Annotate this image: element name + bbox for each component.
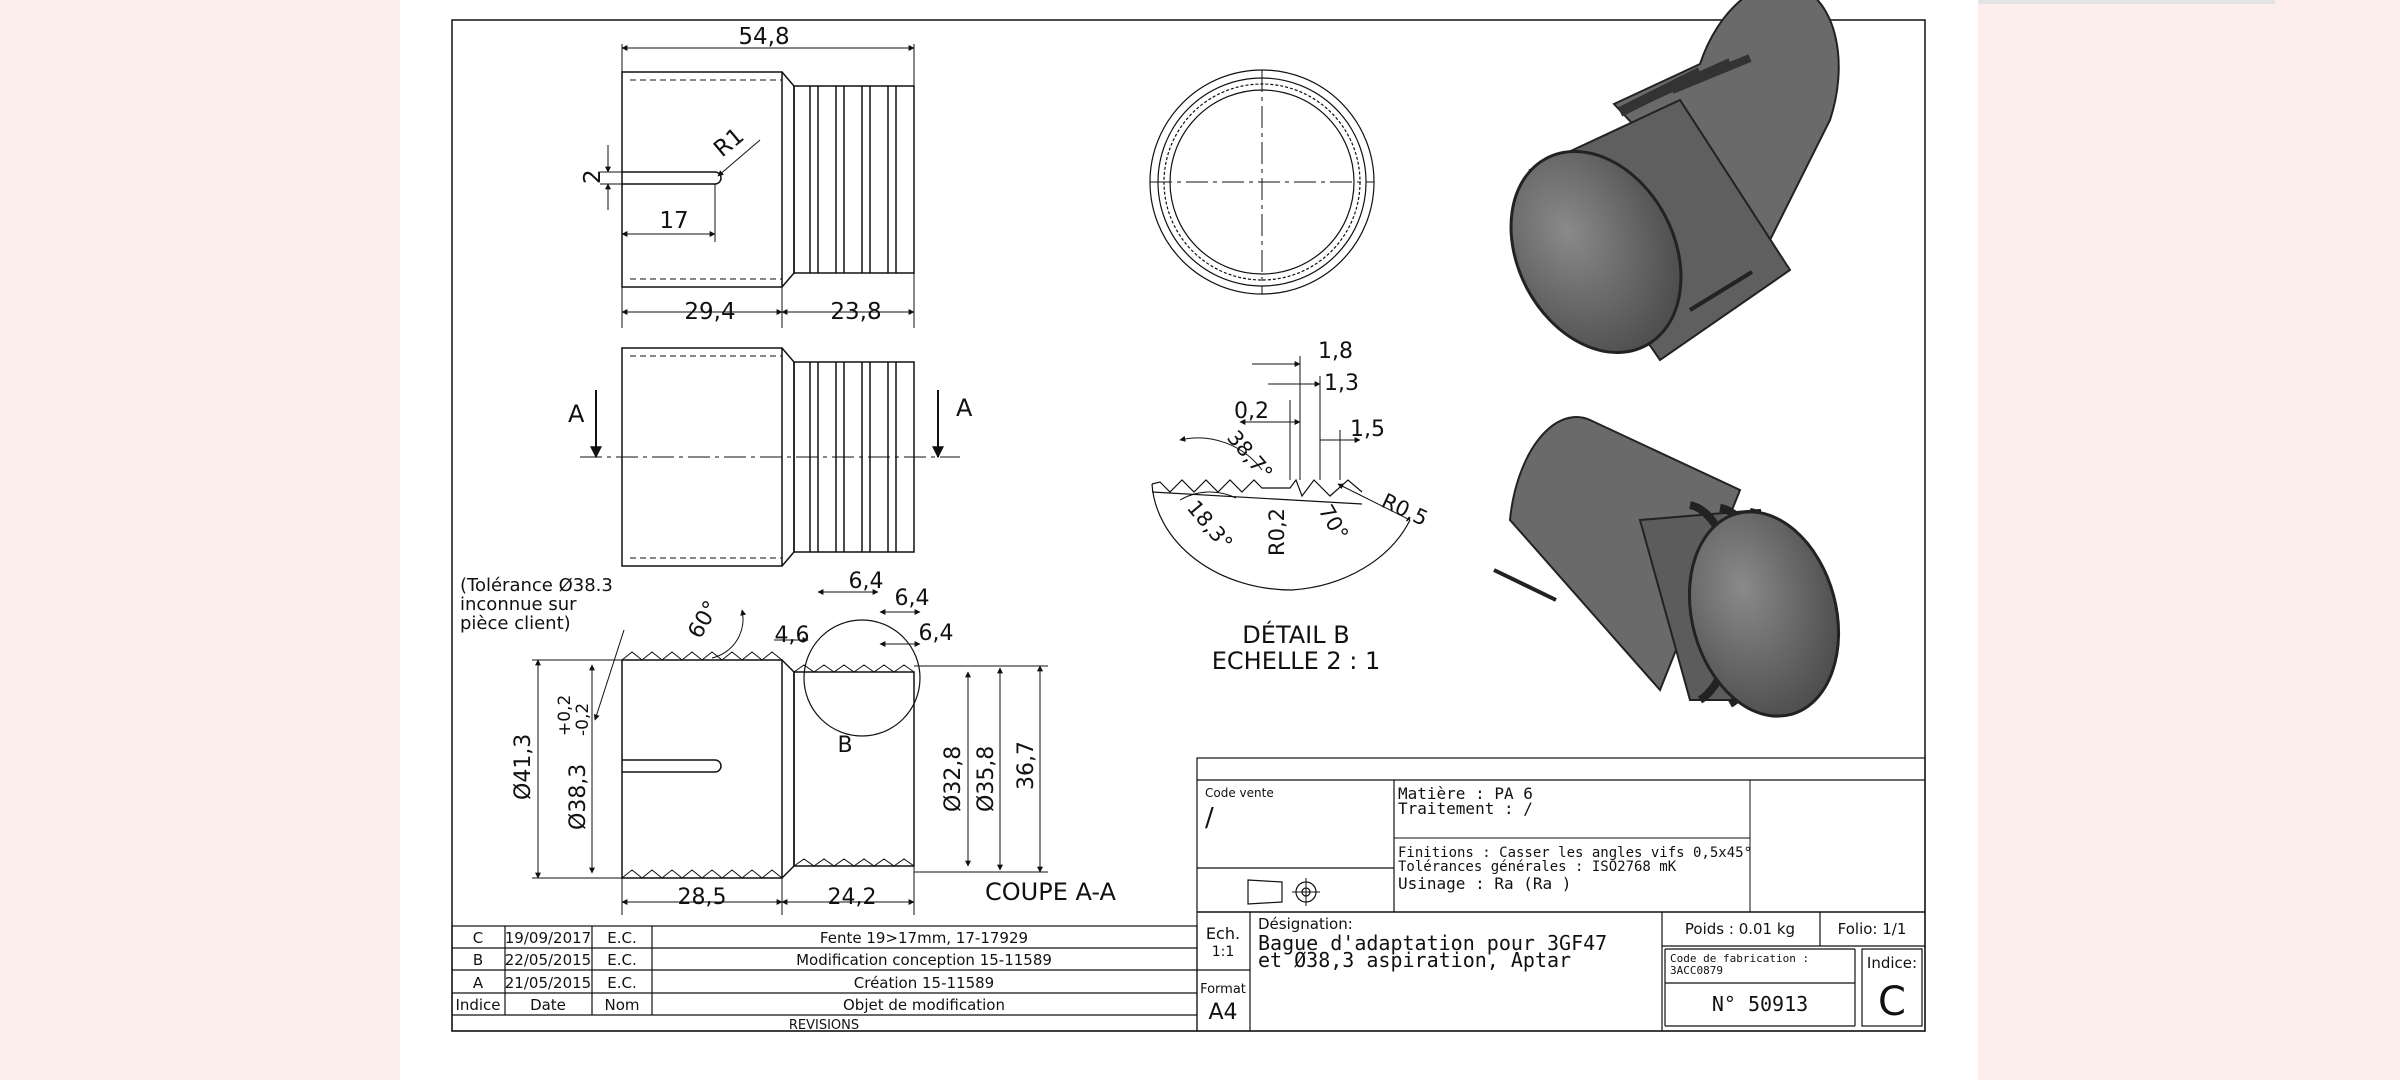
rev-row-a-objet: Création 15-11589 — [854, 974, 994, 992]
rev-row-c-objet: Fente 19>17mm, 17-17929 — [820, 929, 1028, 947]
format-label: Format — [1200, 982, 1246, 997]
code-fab-value: 3ACC0879 — [1670, 964, 1723, 977]
detail-dim-7: R0,2 — [1265, 508, 1289, 556]
detail-dim-4: 1,5 — [1350, 417, 1385, 442]
ech-label: Ech. — [1206, 924, 1240, 943]
cut-label-right: A — [956, 394, 973, 422]
tolerance-note-2: inconnue sur — [460, 594, 577, 615]
code-vente-value: / — [1205, 803, 1214, 833]
detail-dim-8: 70° — [1314, 501, 1353, 545]
dim-tol-minus: -0,2 — [573, 703, 593, 736]
dim-dia-bore: Ø38,3 — [566, 764, 591, 830]
dim-tol-plus: +0,2 — [555, 695, 575, 736]
dim-left-len: 29,4 — [684, 299, 735, 325]
traitement: Traitement : / — [1398, 799, 1533, 818]
designation-line-2: et Ø38,3 aspiration, Aptar — [1258, 948, 1571, 972]
dim-dia-right-mid: Ø35,8 — [974, 746, 999, 812]
detail-marker: B — [837, 733, 852, 758]
dim-top-3: 6,4 — [895, 586, 930, 611]
revisions-footer: REVISIONS — [789, 1018, 859, 1033]
cut-label-left: A — [568, 400, 585, 428]
usinage: Usinage : Ra (Ra ) — [1398, 874, 1571, 893]
dim-dia-right-outer: 36,7 — [1014, 741, 1039, 790]
dim-top-4: 6,4 — [919, 621, 954, 646]
detail-title: DÉTAIL B — [1242, 620, 1349, 649]
code-fab-label: Code de fabrication : — [1670, 952, 1809, 965]
rev-row-b-nom: E.C. — [607, 951, 637, 969]
rev-row-a-date: 21/05/2015 — [505, 974, 591, 992]
matiere: Matière : PA 6 — [1398, 784, 1533, 803]
numero: N° 50913 — [1712, 992, 1808, 1016]
front-view — [600, 44, 915, 328]
designation-line-1: Bague d'adaptation pour 3GF47 — [1258, 931, 1607, 955]
rev-row-c-indice: C — [473, 929, 483, 947]
isometric-render-bottom — [1493, 416, 1841, 718]
detail-dim-2: 1,3 — [1324, 371, 1359, 396]
dim-slot-width: 2 — [580, 169, 606, 184]
rev-row-a-indice: A — [473, 974, 484, 992]
rev-header-nom: Nom — [604, 996, 639, 1014]
detail-dim-5: 38,7° — [1222, 426, 1277, 485]
rev-row-c-date: 19/09/2017 — [505, 929, 591, 947]
finitions: Finitions : Casser les angles vifs 0,5x4… — [1398, 845, 1752, 861]
code-vente-label: Code vente — [1205, 786, 1274, 800]
detail-view — [1151, 356, 1411, 591]
ech-value: 1:1 — [1212, 944, 1235, 960]
detail-dim-6: 18,3° — [1182, 496, 1237, 555]
indice-label: Indice: — [1867, 954, 1917, 972]
format-value: A4 — [1208, 1000, 1237, 1025]
end-view — [1149, 69, 1375, 295]
dim-top-1: 4,6 — [775, 623, 810, 648]
rev-row-a-nom: E.C. — [607, 974, 637, 992]
detail-scale: ECHELLE 2 : 1 — [1212, 647, 1381, 675]
dim-dia-right-inner: Ø32,8 — [941, 746, 966, 812]
dim-angle-60: 60° — [684, 597, 725, 643]
designation-label: Désignation: — [1258, 915, 1353, 933]
title-block — [1196, 757, 1926, 1032]
detail-dim-3: 0,2 — [1234, 399, 1269, 424]
rev-row-b-indice: B — [473, 951, 483, 969]
dim-top-2: 6,4 — [849, 569, 884, 594]
tolerances: Tolérances générales : ISO2768 mK — [1398, 859, 1677, 875]
poids: Poids : 0.01 kg — [1685, 920, 1795, 938]
rev-row-b-date: 22/05/2015 — [505, 951, 591, 969]
indice-value: C — [1878, 979, 1906, 1025]
side-view — [580, 347, 960, 567]
folio: Folio: 1/1 — [1838, 920, 1907, 938]
detail-dim-1: 1,8 — [1318, 339, 1353, 364]
dim-slot-len: 17 — [659, 208, 688, 234]
isometric-render-top — [1509, 0, 1840, 362]
rev-header-objet: Objet de modification — [843, 996, 1005, 1014]
dim-dia-outer: Ø41,3 — [511, 734, 536, 800]
dim-overall: 54,8 — [738, 24, 789, 50]
tolerance-note-1: (Tolérance Ø38.3 — [460, 575, 613, 596]
section-title: COUPE A-A — [985, 878, 1117, 906]
tolerance-note-3: pièce client) — [460, 613, 571, 634]
section-view — [532, 589, 1048, 915]
rev-header-indice: Indice — [455, 996, 500, 1014]
revisions-table — [451, 925, 1198, 1032]
dim-slot-radius: R1 — [709, 123, 749, 163]
rev-row-c-nom: E.C. — [607, 929, 637, 947]
dim-right-len: 23,8 — [830, 299, 881, 325]
dim-len-right: 24,2 — [828, 885, 877, 910]
rev-row-b-objet: Modification conception 15-11589 — [796, 951, 1052, 969]
rev-header-date: Date — [530, 996, 566, 1014]
detail-dim-9: R0,5 — [1378, 489, 1432, 531]
dim-len-left: 28,5 — [678, 885, 727, 910]
